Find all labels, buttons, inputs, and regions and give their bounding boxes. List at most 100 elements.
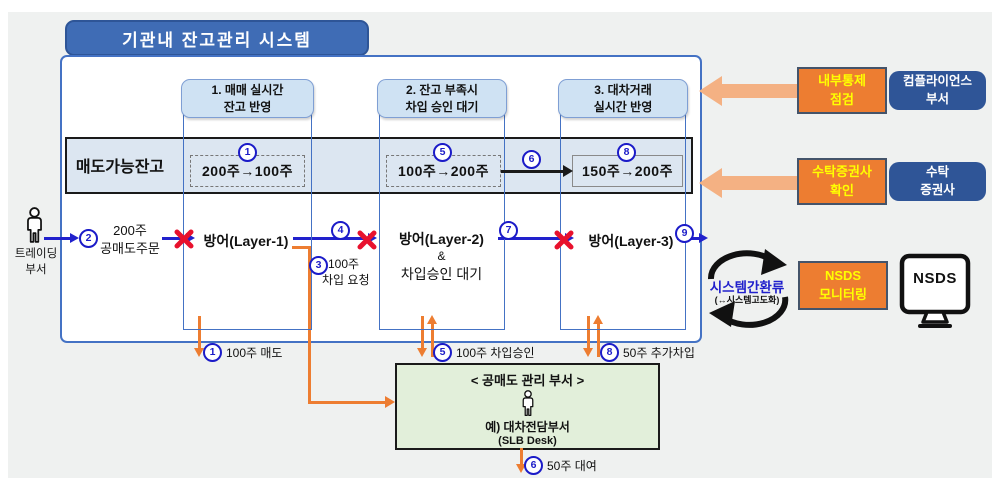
result-badge-1: 1 <box>203 343 222 362</box>
result-badge-8: 8 <box>600 343 619 362</box>
result-badge-5: 5 <box>433 343 452 362</box>
compliance-line1: 컴플라이언스 <box>902 74 972 88</box>
stage-header-2-line2: 차입 승인 대기 <box>405 99 479 114</box>
feedback-cycle-icon <box>707 249 789 328</box>
borrow-request-line2: 차입 요청 <box>322 273 370 288</box>
flow-arrowhead-1-icon <box>70 233 79 243</box>
sell-arrow-line <box>198 316 201 349</box>
trader-label-line1: 트레이딩 <box>14 248 58 260</box>
flow-arrowhead-5-icon <box>699 233 708 243</box>
cell-flow-arrowhead-icon <box>563 165 573 177</box>
stage-header-2: 2. 잔고 부족시 차입 승인 대기 <box>377 79 507 118</box>
flow-line-2 <box>162 237 187 240</box>
feedback-sub-label: (↔시스템고도화) <box>714 295 780 305</box>
flow-line-4 <box>498 237 566 240</box>
stage-header-1-line2: 잔고 반영 <box>223 99 272 114</box>
defense-layer-2-line1: 방어(Layer-2) <box>399 231 484 247</box>
stage-header-3-line1: 3. 대차거래 <box>594 83 652 98</box>
control-arrow-head-icon <box>699 76 722 106</box>
extra-up-line <box>597 324 600 357</box>
stage-header-1-line1: 1. 매매 실시간 <box>211 83 284 98</box>
short-sell-order-label: 200주 공매도주문 <box>94 222 166 257</box>
approve-up-arrowhead-icon <box>427 315 437 324</box>
compliance-dept-box: 컴플라이언스 부서 <box>889 71 986 110</box>
borrow-request-label: 100주 차입 요청 <box>322 256 390 288</box>
block-x-icon-3 <box>554 230 574 250</box>
short-sell-order-line2: 공매도주문 <box>100 240 160 256</box>
short-sell-order-line1: 200주 <box>113 223 147 238</box>
approve-down-line <box>421 316 424 349</box>
internal-control-line1: 내부통제 <box>818 72 866 88</box>
block-x-icon-1 <box>174 229 194 249</box>
compliance-line2: 부서 <box>925 91 949 106</box>
block-x-icon-2 <box>357 230 377 250</box>
extra-up-arrowhead-icon <box>593 315 603 324</box>
approve-down-arrowhead-icon <box>417 348 427 357</box>
feedback-label: 시스템간환류 <box>709 280 785 295</box>
custodian-check-line2: 확인 <box>830 182 854 198</box>
flow-line-1 <box>44 237 71 240</box>
nsds-monitoring-line1: NSDS <box>824 267 862 283</box>
dept-person-icon <box>522 390 533 417</box>
borrow-approve-label: 100주 차입승인 <box>456 346 535 360</box>
defense-layer-2-line2: & <box>437 249 446 263</box>
nsds-monitor-icon <box>899 253 971 328</box>
system-title-text: 기관내 잔고관리 시스템 <box>122 30 312 50</box>
cell-flow-line <box>501 170 565 173</box>
borrow-request-line-v <box>308 246 311 404</box>
stage-header-1: 1. 매매 실시간 잔고 반영 <box>181 79 314 118</box>
flow-line-3 <box>293 237 369 240</box>
step-badge-5: 5 <box>433 143 452 162</box>
step-badge-3: 3 <box>309 256 328 275</box>
control-arrow-shaft <box>721 84 797 98</box>
approve-up-line <box>431 324 434 357</box>
custodian-check-line1: 수탁증권사 <box>812 163 872 179</box>
step-badge-1: 1 <box>238 143 257 162</box>
trader-label-line2: 부서 <box>25 263 47 276</box>
defense-layer-1-label: 방어(Layer-1) <box>203 233 289 249</box>
flow-arrowhead-2-icon <box>186 233 195 243</box>
balance-band-label: 매도가능잔고 <box>75 159 165 176</box>
step-badge-9: 9 <box>675 224 694 243</box>
stage-header-3: 3. 대차거래 실시간 반영 <box>558 79 688 118</box>
borrow-request-line-h1 <box>292 246 310 249</box>
stage-header-3-line2: 실시간 반영 <box>593 99 653 114</box>
stage-header-2-line1: 2. 잔고 부족시 <box>406 83 478 98</box>
custodian-line2: 증권사 <box>920 182 955 197</box>
step-badge-4: 4 <box>331 221 350 240</box>
custodian-box: 수탁 증권사 <box>889 162 986 201</box>
step-badge-8: 8 <box>617 143 636 162</box>
borrow-request-arrowhead-icon <box>385 396 395 408</box>
custodian-check-box: 수탁증권사 확인 <box>797 158 887 205</box>
borrow-request-line-h2 <box>308 401 386 404</box>
dept-title: < 공매도 관리 부서 > <box>470 373 585 388</box>
trader-person-icon <box>27 207 42 243</box>
extra-down-line <box>587 316 590 349</box>
step-badge-2: 2 <box>79 229 98 248</box>
sell-result-label: 100주 매도 <box>226 346 283 360</box>
dept-line1: 예) 대차전담부서 <box>485 420 570 434</box>
defense-layer-2-line3: 차입승인 대기 <box>400 265 483 282</box>
lend-label: 50주 대여 <box>547 459 597 473</box>
short-sell-dept-box: < 공매도 관리 부서 > 예) 대차전담부서 (SLB Desk) <box>395 363 660 450</box>
trader-label: 트레이딩 부서 <box>4 247 68 278</box>
extra-down-arrowhead-icon <box>583 348 593 357</box>
custodian-arrow-head-icon <box>699 168 722 198</box>
system-title: 기관내 잔고관리 시스템 <box>65 20 369 56</box>
extra-borrow-label: 50주 추가차입 <box>623 346 695 360</box>
internal-control-box: 내부통제 점검 <box>797 67 887 114</box>
step-badge-7: 7 <box>499 221 518 240</box>
custodian-arrow-shaft <box>721 176 797 190</box>
lend-arrowhead-icon <box>516 464 526 473</box>
defense-layer-3-label: 방어(Layer-3) <box>588 233 674 249</box>
sell-arrowhead-icon <box>194 348 204 357</box>
nsds-monitoring-line2: 모니터링 <box>819 286 867 302</box>
result-badge-6: 6 <box>524 456 543 475</box>
defense-layer-2-label: 방어(Layer-2) & 차입승인 대기 <box>385 229 498 283</box>
dept-line2: (SLB Desk) <box>498 435 557 447</box>
custodian-line1: 수탁 <box>925 165 949 179</box>
step-badge-6-cell: 6 <box>522 150 541 169</box>
nsds-monitoring-box: NSDS 모니터링 <box>798 261 888 310</box>
monitor-label: NSDS <box>913 270 957 287</box>
